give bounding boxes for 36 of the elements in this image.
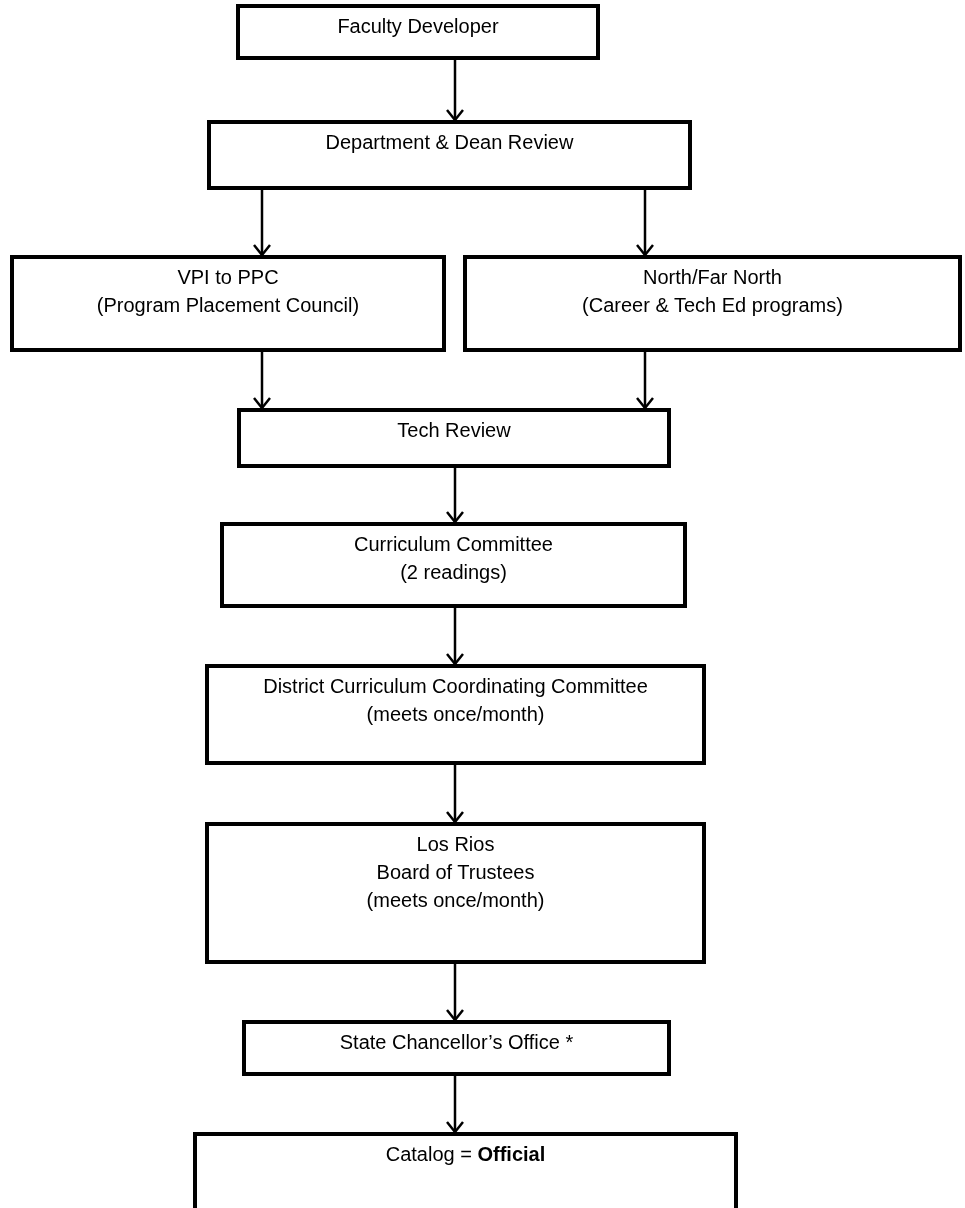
arrow <box>445 468 465 524</box>
process-box <box>242 1020 671 1076</box>
process-box <box>237 408 671 468</box>
box-label: (meets once/month) <box>366 702 545 727</box>
process-box <box>193 1132 738 1208</box>
arrow <box>445 608 465 666</box>
box-label: Faculty Developer <box>337 14 499 39</box>
box-label: Board of Trustees <box>376 860 535 885</box>
box-label: (2 readings) <box>400 560 507 585</box>
box-label: (meets once/month) <box>366 888 545 913</box>
box-label: District Curriculum Coordinating Committee <box>263 674 648 699</box>
process-box <box>220 522 687 608</box>
box-label: Curriculum Committee <box>354 532 553 557</box>
arrow <box>445 964 465 1022</box>
arrow <box>635 352 655 410</box>
box-label: (Program Placement Council) <box>96 293 360 318</box>
box-label: Catalog = Official <box>385 1142 546 1167</box>
process-box <box>207 120 692 190</box>
box-label: (Career & Tech Ed programs) <box>582 293 843 318</box>
process-box <box>463 255 962 352</box>
arrow <box>445 1076 465 1134</box>
arrow <box>252 190 272 257</box>
box-label: North/Far North <box>643 265 782 290</box>
process-box <box>205 664 706 765</box>
process-box <box>10 255 446 352</box>
box-label: VPI to PPC <box>177 265 279 290</box>
arrow <box>445 765 465 824</box>
arrow <box>635 190 655 257</box>
box-label: Department & Dean Review <box>325 130 574 155</box>
arrow <box>445 60 465 122</box>
box-label: Tech Review <box>397 418 511 443</box>
arrow <box>252 352 272 410</box>
box-label: State Chancellor’s Office * <box>339 1030 574 1055</box>
box-label: Los Rios <box>416 832 495 857</box>
process-box <box>205 822 706 964</box>
process-box <box>236 4 600 60</box>
